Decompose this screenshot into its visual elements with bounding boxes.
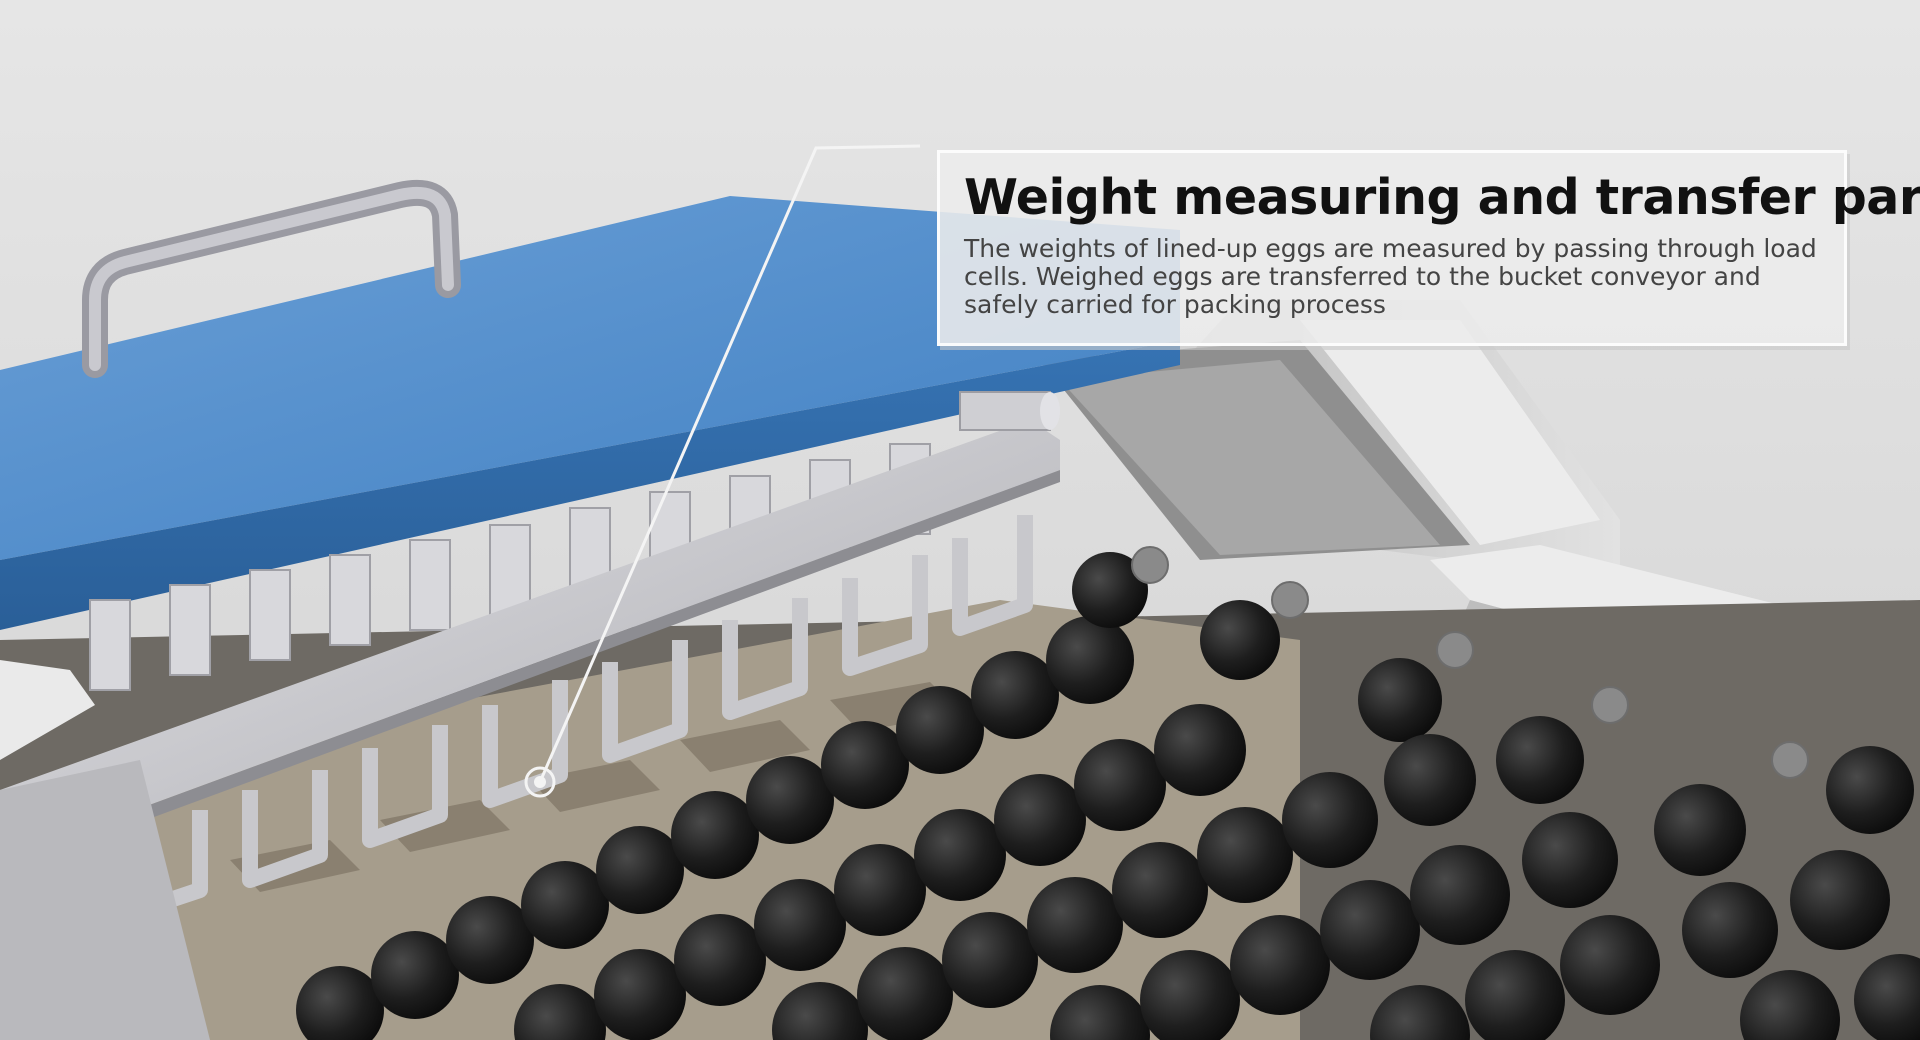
callout-title: Weight measuring and transfer part xyxy=(964,169,1920,226)
callout-panel: Weight measuring and transfer part The w… xyxy=(937,150,1920,346)
callout-description: The weights of lined-up eggs are measure… xyxy=(964,233,1817,319)
